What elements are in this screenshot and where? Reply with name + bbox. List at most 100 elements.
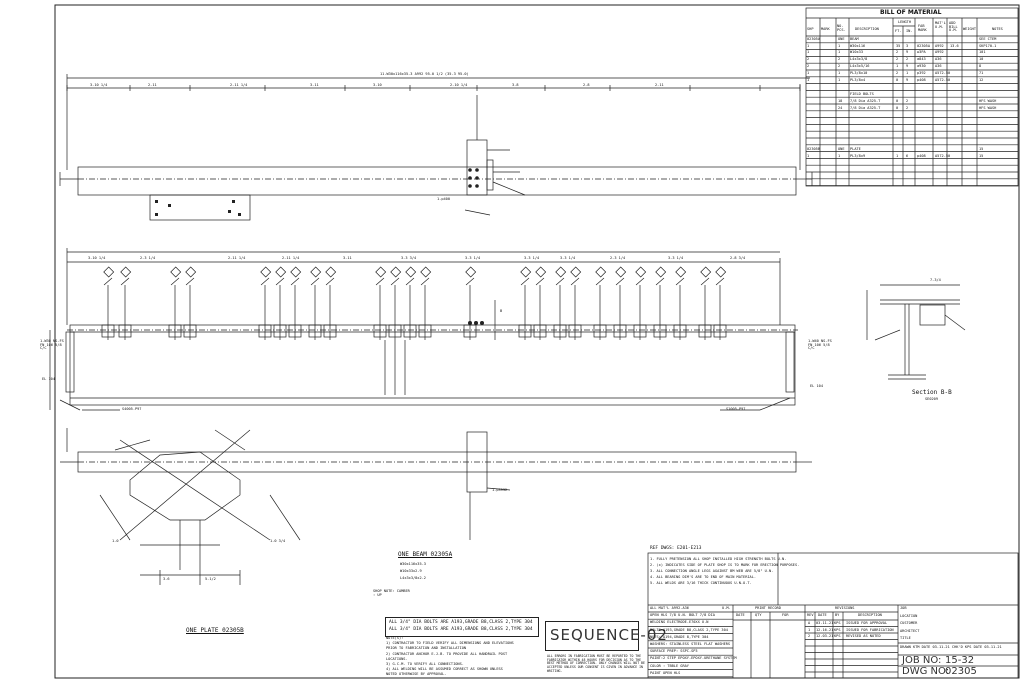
job-field-label: CUSTOMER: [900, 621, 918, 625]
bom-cell: 7/8 Dia A325-T: [850, 106, 881, 110]
bom-header-mark: MARK: [821, 27, 830, 31]
bom-cell: BEAM: [850, 37, 859, 41]
bom-title: BILL OF MATERIAL: [880, 9, 942, 16]
spec-rowlines: [648, 611, 733, 678]
spec-row: ALL MAT'L A992-A36: [650, 606, 689, 610]
bom-cell: 10: [979, 57, 984, 61]
bom-cell: 0: [896, 106, 899, 110]
drawing-number: 02305: [945, 666, 977, 677]
bom-cell: 8: [979, 64, 982, 68]
bottom-beam: [60, 428, 812, 540]
bom-cell: 9: [906, 78, 909, 82]
bom-header-in: IN.: [906, 29, 913, 33]
right-elevation: EL 104: [810, 384, 823, 388]
section-top-dim: 7-3/4: [930, 278, 941, 282]
bom-cell: SEE CTEM: [979, 37, 997, 41]
bom-header-notes: NOTES: [992, 27, 1003, 31]
bom-cell: 2: [838, 57, 841, 61]
bottom-right-tag: S1005-P97: [726, 407, 746, 411]
mid-dim-label: 3-3 1/4: [560, 256, 576, 260]
revision-rev: 1: [808, 627, 811, 632]
bom-cell: 1: [906, 71, 909, 75]
bom-cell: 2: [896, 50, 899, 54]
one-beam-title: ONE BEAM 02305A: [398, 551, 453, 558]
top-beam: [59, 139, 813, 221]
title-block-grid: [647, 552, 1019, 679]
revision-by: KPS: [834, 621, 841, 625]
bom-cell: A992: [935, 44, 944, 48]
one-beam-line: W30x116x35-3: [400, 562, 426, 566]
bom-cell: 1: [807, 50, 810, 54]
bom-cell: 02305A: [807, 37, 820, 41]
bom-cell: 24: [838, 106, 843, 110]
mid-dim-label: 3-10 1/4: [88, 256, 106, 260]
bom-cell: PL3/8x4: [850, 78, 866, 82]
general-note-line: 2. (x) INDICATES SIDE OF PLATE SHOP IS T…: [650, 563, 800, 567]
top-dim-label: 2-8: [583, 83, 590, 87]
bom-cell: 1: [896, 64, 899, 68]
job-field-label: ARCHITECT: [900, 628, 920, 633]
bom-cell: 2: [838, 64, 841, 68]
rev-rowlines: [805, 626, 898, 673]
bom-cell: A572-50: [935, 71, 951, 75]
mid-dim-label: 3-3 1/4: [465, 256, 481, 260]
bom-header-ft: FT.: [895, 29, 902, 33]
print-record-col: FOR: [782, 613, 789, 617]
job-number: 15-32: [945, 655, 975, 666]
bom-rowlines: [806, 42, 1018, 186]
bom-cell: 35: [896, 44, 901, 48]
spec-row: SURFACE PREP: SSPC-SP3: [650, 649, 698, 654]
note-line: NOTED OTHERWISE BY APPROVAL.: [386, 672, 447, 677]
bom-cell: A572-50: [935, 154, 951, 158]
bom-cell: 18: [838, 99, 843, 103]
revision-by: KPS: [834, 627, 841, 632]
one-beam-line: L4x3x3/8x2-2: [400, 576, 426, 580]
bom-cell: p408: [917, 78, 926, 82]
bom-cell: 1: [838, 71, 841, 75]
bolt-note-line1: ALL 3/4" DIA BOLTS ARE A193,GRADE B8,CLA…: [389, 620, 533, 625]
one-beam-line: W10x33x2-9: [400, 569, 422, 573]
top-dim-label: 3-8: [512, 83, 519, 87]
spec-um-header: U.M.: [722, 606, 731, 610]
bom-cell: 1: [838, 44, 841, 48]
spec-row: WASHERS: STAINLESS STEEL FLAT WASHERS: [650, 642, 731, 646]
bom-cell: A992: [935, 50, 944, 54]
top-dim-label: 2-11: [148, 83, 157, 87]
bom-cell: FIELD BOLTS: [850, 92, 874, 96]
bom-cell: 02305A: [917, 44, 930, 48]
mid-dim-label: 3-11: [343, 256, 352, 260]
bom-cell: 15: [979, 147, 984, 151]
bom-cell: HFS WASH: [979, 106, 997, 110]
mid-dim-label: 2-11 1/4: [282, 256, 300, 260]
plate-dim-label: 1-0: [112, 539, 119, 543]
sequence-label: SEQUENCE-02: [550, 626, 668, 644]
bom-cell: A572-50: [935, 78, 951, 82]
bom-cell: W10x33: [850, 50, 863, 54]
bom-header-fab: FAB MARK: [918, 24, 927, 32]
bom-cell: ONE: [838, 37, 845, 41]
bom-cell: 1: [807, 78, 810, 82]
bom-cell: 7/8 Dia A325-T: [850, 99, 881, 103]
revision-col: DESCRIPTION: [858, 613, 882, 617]
section-label: Section B-B: [912, 389, 952, 396]
section-sub: SE0209: [925, 397, 938, 401]
note-line: 4) ALL WELDING WILL BE ASSUMED CORRECT A…: [386, 667, 503, 672]
bom-cell: 1: [838, 154, 841, 158]
left-callout: 1-W30 NS-FS FN 106 5/8 C/C: [40, 339, 64, 351]
mid-dim-label: 3-3 1/4: [524, 256, 540, 260]
bom-cell: 1: [838, 50, 841, 54]
middle-beam: [49, 248, 798, 411]
top-dim-label: 3-10 1/4: [90, 83, 108, 87]
bom-cell: 0: [896, 99, 899, 103]
general-note-line: 4. ALL BEARING DIM'S ARE TO END OF MAIN …: [650, 575, 757, 579]
spec-row: COLOR : TBBLE GRAY: [650, 663, 689, 668]
bom-cell: 1: [807, 71, 810, 75]
fabrication-disclaimer: ALL ERRORS IN FABRICATION MUST BE REPORT…: [547, 654, 645, 673]
job-field-label: LOCATION: [900, 613, 918, 618]
mid-dim-label: 3-3 1/4: [668, 256, 684, 260]
bom-cell: 1: [896, 154, 899, 158]
bom-cell: SKP170-1: [979, 44, 997, 48]
bom-grid: [805, 7, 1019, 187]
section-cut-marker: B: [500, 309, 503, 313]
top-dim-label: 3-10: [373, 83, 382, 87]
